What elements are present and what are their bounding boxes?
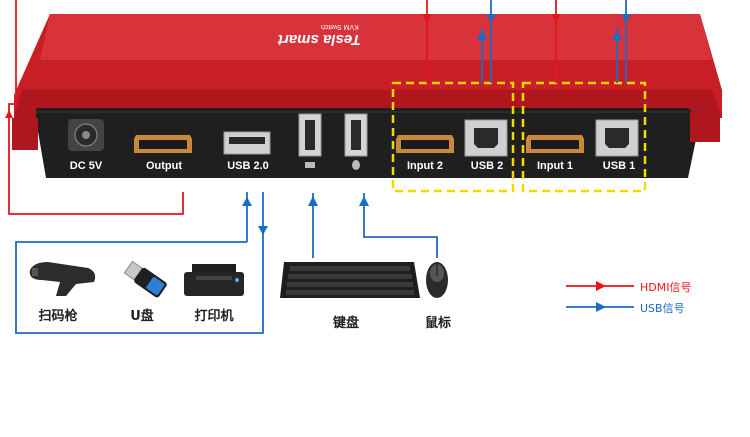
usb20-port bbox=[223, 131, 271, 155]
keyboard-icon bbox=[280, 262, 420, 298]
brand-logo-text: Tesla smart bbox=[278, 31, 361, 48]
legend-usb-label: USB信号 bbox=[640, 302, 685, 315]
dc-port bbox=[68, 119, 104, 151]
output-port-label: Output bbox=[145, 160, 183, 172]
usb1-b-port bbox=[595, 119, 639, 157]
input2-port-label: Input 2 bbox=[406, 160, 444, 172]
input1-port-label: Input 1 bbox=[536, 160, 574, 172]
printer-label: 打印机 bbox=[194, 309, 234, 324]
scanner-icon bbox=[29, 262, 96, 296]
usb2-port-label: USB 2 bbox=[470, 160, 504, 172]
mouse-icon bbox=[426, 262, 448, 298]
usb-drive-icon bbox=[123, 260, 167, 298]
highlight-input1-group bbox=[521, 81, 647, 193]
legend bbox=[566, 281, 634, 312]
usb1-port-label: USB 1 bbox=[602, 160, 636, 172]
printer-icon bbox=[184, 264, 244, 296]
usb20-port-label: USB 2.0 bbox=[227, 160, 269, 172]
legend-hdmi-label: HDMI信号 bbox=[640, 281, 692, 294]
front-usb-port-right bbox=[344, 113, 368, 170]
input2-hdmi-port bbox=[396, 135, 454, 153]
highlight-input2-group bbox=[391, 81, 515, 193]
output-hdmi-port bbox=[134, 135, 192, 153]
scanner-label: 扫码枪 bbox=[38, 309, 78, 324]
input1-hdmi-port bbox=[526, 135, 584, 153]
mouse-line bbox=[363, 193, 438, 258]
kvm-switch-body bbox=[12, 14, 722, 178]
udisk-label: U盘 bbox=[130, 309, 154, 324]
model-text: KVM Switch bbox=[321, 23, 359, 30]
hdmi-output-line bbox=[8, 0, 184, 215]
mouse-label: 鼠标 bbox=[424, 316, 451, 331]
peripheral-box bbox=[15, 241, 264, 334]
keyboard-label: 键盘 bbox=[332, 316, 359, 331]
dc-port-label: DC 5V bbox=[69, 160, 103, 172]
usb2-b-port bbox=[464, 119, 508, 157]
front-usb-port-left bbox=[298, 113, 322, 168]
